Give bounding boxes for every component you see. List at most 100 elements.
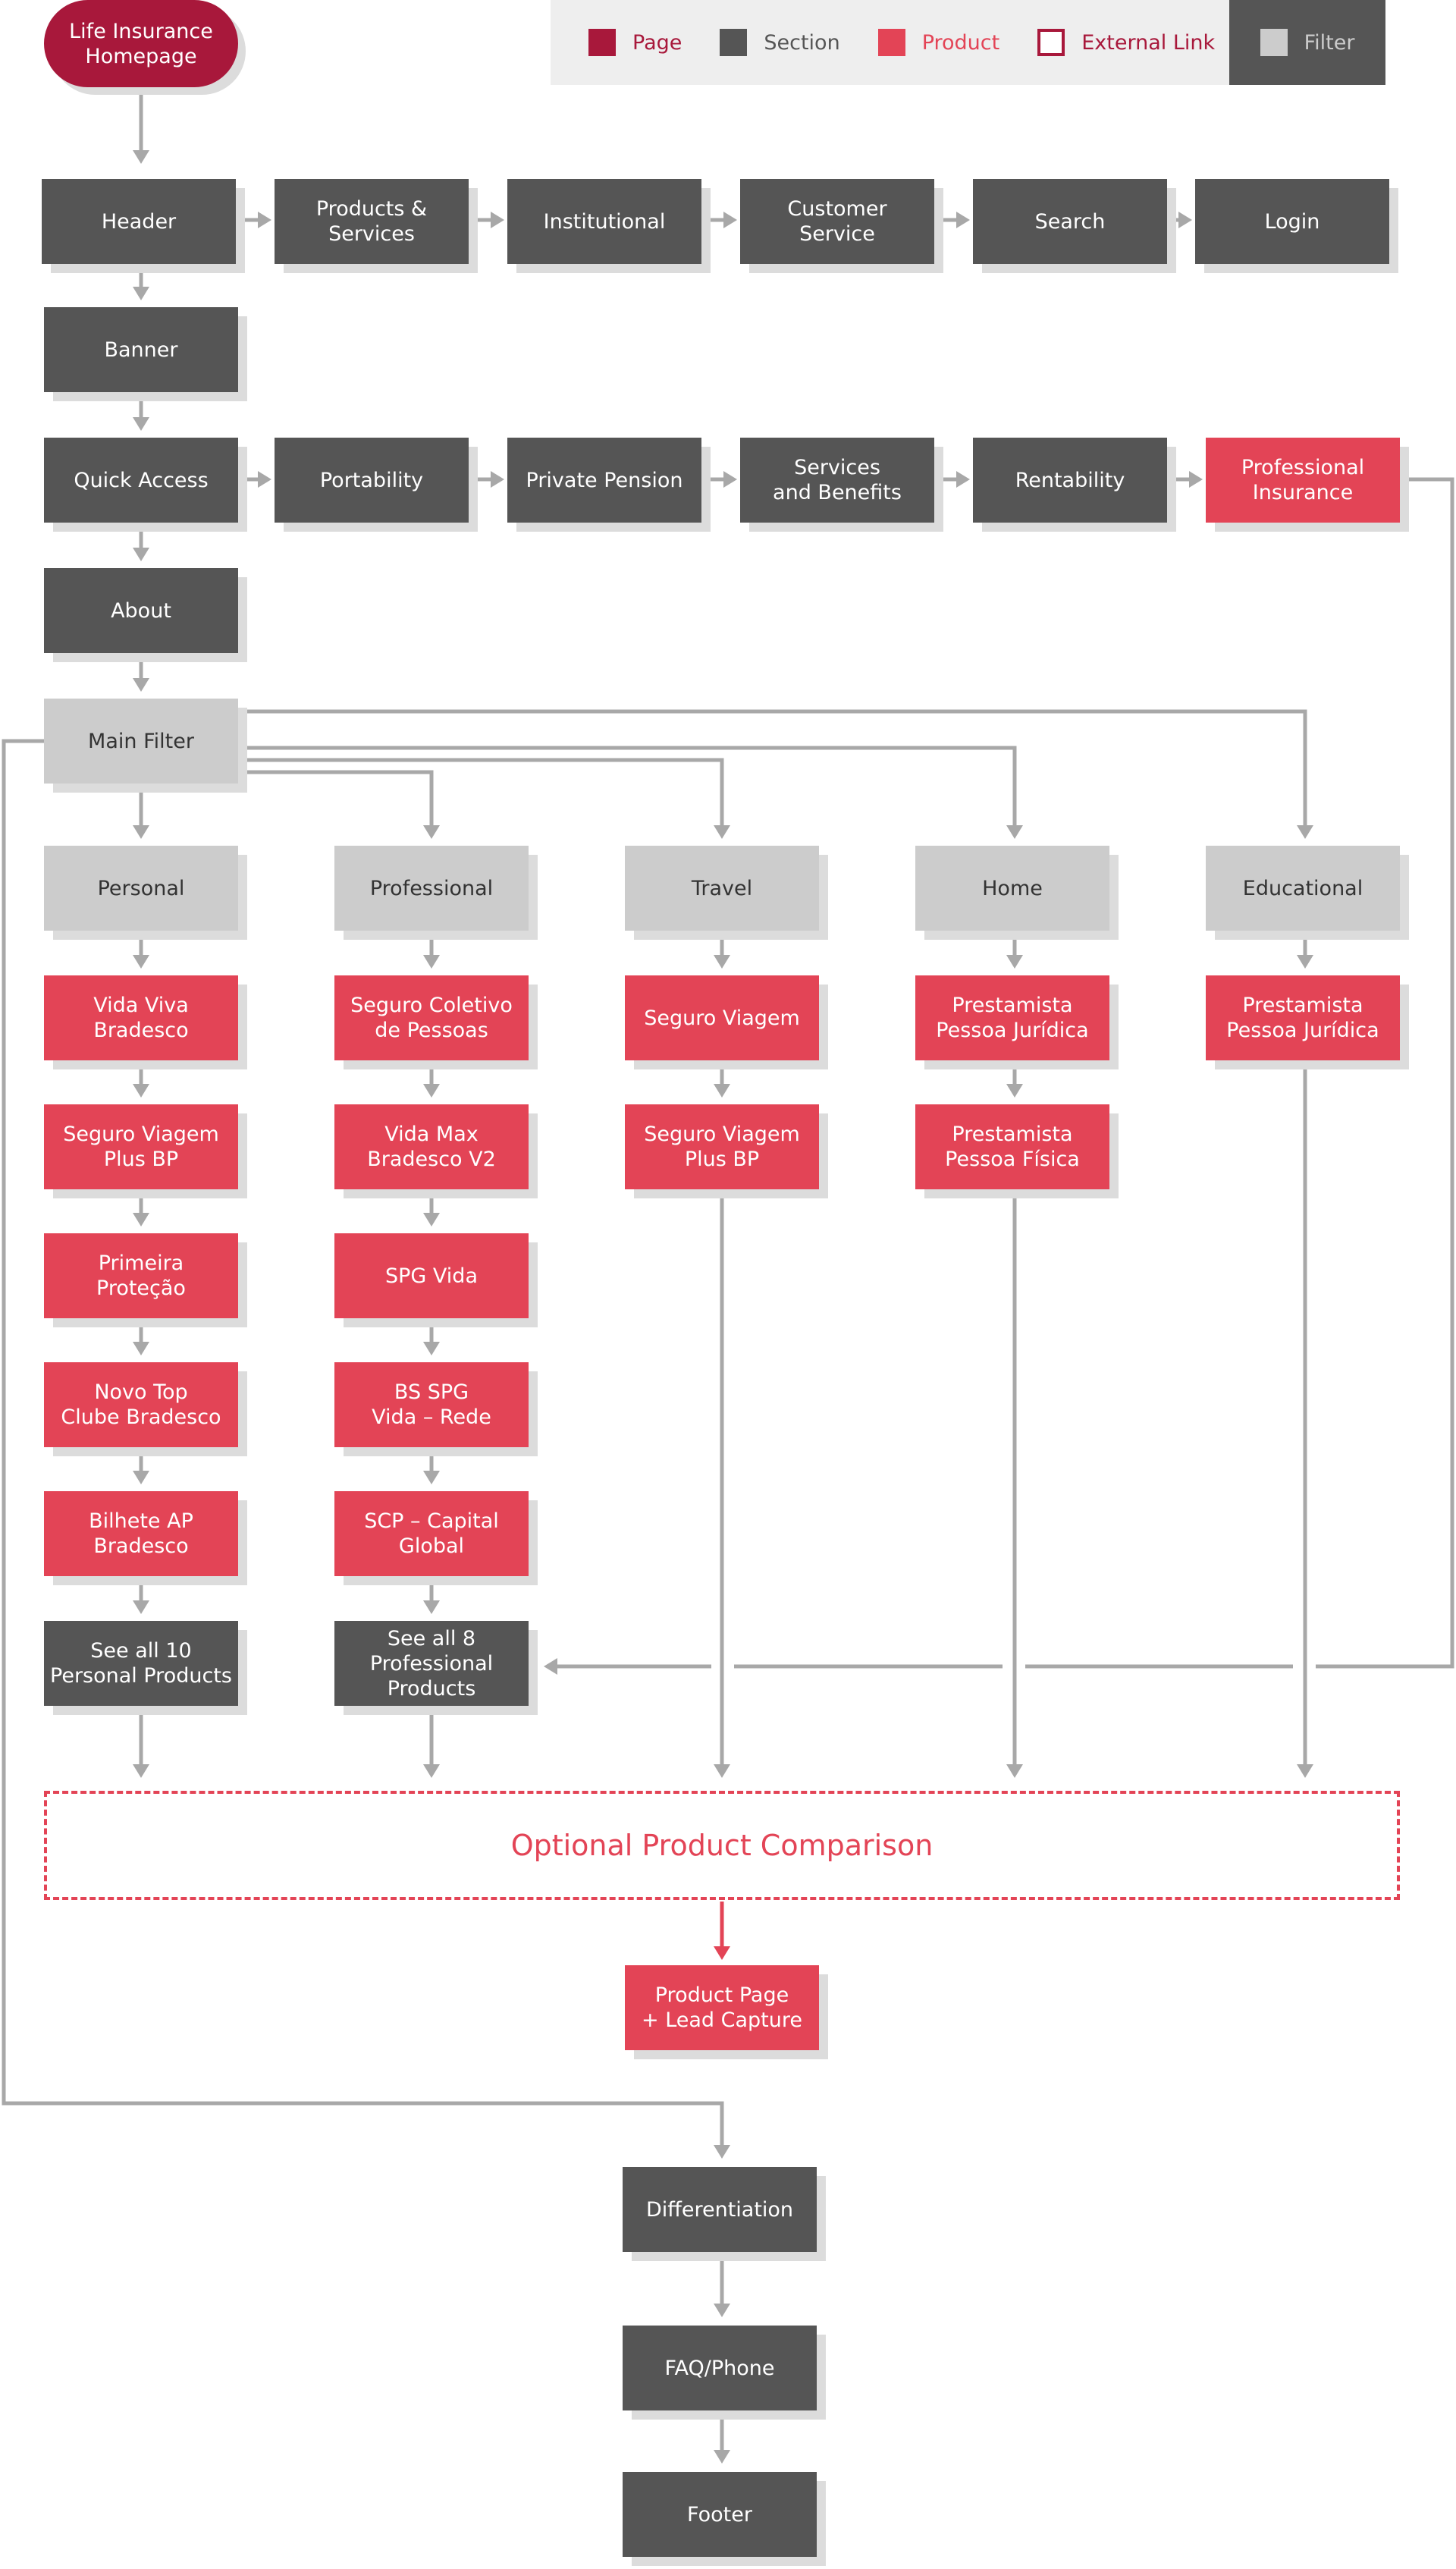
node-differentiation[interactable]: Differentiation — [623, 2167, 817, 2252]
node-seguro-viagem[interactable]: Seguro Viagem — [625, 975, 819, 1060]
arrow-head-icon — [1297, 825, 1313, 839]
arrow-head-icon — [723, 212, 737, 228]
legend-product-label: Product — [921, 30, 1000, 55]
node-seguro-viagem-plus-bp-travel[interactable]: Seguro Viagem Plus BP — [625, 1104, 819, 1189]
page-swatch-icon — [588, 29, 616, 56]
arrow-head-icon — [714, 1946, 730, 1960]
node-products-services[interactable]: Products & Services — [275, 179, 469, 264]
arrow-head-icon — [423, 1764, 440, 1778]
section-swatch-icon — [720, 29, 748, 56]
node-about[interactable]: About — [44, 568, 238, 653]
node-homepage[interactable]: Life Insurance Homepage — [44, 0, 238, 87]
node-faq-phone[interactable]: FAQ/Phone — [623, 2326, 817, 2410]
arrow-head-icon — [714, 1764, 730, 1778]
arrow-head-icon — [133, 955, 149, 969]
node-portability[interactable]: Portability — [275, 438, 469, 523]
node-prestamista-pf-home[interactable]: Prestamista Pessoa Física — [915, 1104, 1109, 1189]
node-see-all-personal[interactable]: See all 10 Personal Products — [44, 1621, 238, 1706]
node-bs-spg-vida-rede[interactable]: BS SPG Vida – Rede — [334, 1362, 529, 1447]
arrow-head-icon — [714, 2450, 730, 2464]
node-rentability[interactable]: Rentability — [973, 438, 1167, 523]
arrow-head-icon — [423, 1600, 440, 1614]
arrow-head-icon — [423, 955, 440, 969]
optional-product-comparison[interactable]: Optional Product Comparison — [44, 1791, 1400, 1900]
arrow-head-icon — [491, 471, 504, 488]
node-banner[interactable]: Banner — [44, 307, 238, 392]
node-see-all-professional[interactable]: See all 8 Professional Products — [334, 1621, 529, 1706]
node-bilhete-ap-bradesco[interactable]: Bilhete AP Bradesco — [44, 1491, 238, 1576]
arrow-head-icon — [133, 417, 149, 431]
node-login[interactable]: Login — [1195, 179, 1389, 264]
arrow-head-icon — [714, 825, 730, 839]
arrow-head-icon — [956, 212, 970, 228]
node-filter-professional[interactable]: Professional — [334, 846, 529, 931]
arrow-head-icon — [133, 287, 149, 300]
arrow-head-icon — [1297, 955, 1313, 969]
node-customer-service[interactable]: Customer Service — [740, 179, 934, 264]
arrow-head-icon — [133, 1764, 149, 1778]
arrow-head-icon — [714, 955, 730, 969]
arrow-head-icon — [714, 2145, 730, 2159]
connector-43 — [1316, 477, 1454, 1669]
legend-section-label: Section — [764, 30, 840, 55]
arrow-head-icon — [133, 1471, 149, 1484]
arrow-head-icon — [714, 2304, 730, 2317]
arrow-head-icon — [133, 1342, 149, 1355]
arrow-head-icon — [258, 471, 271, 488]
node-scp-capital-global[interactable]: SCP – Capital Global — [334, 1491, 529, 1576]
node-header[interactable]: Header — [42, 179, 236, 264]
node-services-benefits[interactable]: Services and Benefits — [740, 438, 934, 523]
arrow-head-icon — [544, 1658, 557, 1675]
legend-filter: Filter — [1229, 0, 1385, 85]
node-professional-insurance[interactable]: Professional Insurance — [1206, 438, 1400, 523]
connector-17 — [240, 770, 434, 827]
legend-section: Section — [720, 29, 840, 56]
node-prestamista-pj-home[interactable]: Prestamista Pessoa Jurídica — [915, 975, 1109, 1060]
arrow-head-icon — [1297, 1764, 1313, 1778]
arrow-head-icon — [491, 212, 504, 228]
node-quick-access[interactable]: Quick Access — [44, 438, 238, 523]
arrow-head-icon — [1006, 955, 1023, 969]
legend-product: Product — [877, 29, 1000, 56]
node-novo-top-clube-bradesco[interactable]: Novo Top Clube Bradesco — [44, 1362, 238, 1447]
node-filter-travel[interactable]: Travel — [625, 846, 819, 931]
arrow-head-icon — [423, 1342, 440, 1355]
legend: Page Section Product External Link Filte… — [551, 0, 1385, 85]
arrow-head-icon — [956, 471, 970, 488]
node-filter-personal[interactable]: Personal — [44, 846, 238, 931]
node-primeira-protecao[interactable]: Primeira Proteção — [44, 1233, 238, 1318]
node-main-filter[interactable]: Main Filter — [44, 699, 238, 784]
external-link-swatch-icon — [1037, 29, 1065, 56]
node-filter-educational[interactable]: Educational — [1206, 846, 1400, 931]
legend-external-link: External Link — [1037, 29, 1215, 56]
node-vida-max-bradesco-v2[interactable]: Vida Max Bradesco V2 — [334, 1104, 529, 1189]
node-search[interactable]: Search — [973, 179, 1167, 264]
node-seguro-coletivo-de-pessoas[interactable]: Seguro Coletivo de Pessoas — [334, 975, 529, 1060]
arrow-head-icon — [1006, 1764, 1023, 1778]
arrow-head-icon — [133, 1084, 149, 1098]
arrow-head-icon — [423, 1084, 440, 1098]
connector-18 — [240, 758, 724, 827]
legend-external-link-label: External Link — [1081, 30, 1216, 55]
arrow-head-icon — [1006, 825, 1023, 839]
node-prestamista-pj-educational[interactable]: Prestamista Pessoa Jurídica — [1206, 975, 1400, 1060]
arrow-head-icon — [133, 1600, 149, 1614]
arrow-head-icon — [423, 825, 440, 839]
arrow-head-icon — [133, 1213, 149, 1226]
node-seguro-viagem-plus-bp-personal[interactable]: Seguro Viagem Plus BP — [44, 1104, 238, 1189]
connector-19 — [240, 746, 1017, 827]
node-product-page-lead-capture[interactable]: Product Page + Lead Capture — [625, 1965, 819, 2050]
node-footer[interactable]: Footer — [623, 2472, 817, 2557]
arrow-head-icon — [133, 825, 149, 839]
node-private-pension[interactable]: Private Pension — [507, 438, 701, 523]
connector-20 — [240, 709, 1307, 827]
connector-47 — [2, 739, 724, 2147]
node-spg-vida[interactable]: SPG Vida — [334, 1233, 529, 1318]
node-institutional[interactable]: Institutional — [507, 179, 701, 264]
arrow-head-icon — [723, 471, 737, 488]
arrow-head-icon — [1178, 212, 1192, 228]
node-filter-home[interactable]: Home — [915, 846, 1109, 931]
node-vida-viva-bradesco[interactable]: Vida Viva Bradesco — [44, 975, 238, 1060]
arrow-head-icon — [133, 150, 149, 164]
